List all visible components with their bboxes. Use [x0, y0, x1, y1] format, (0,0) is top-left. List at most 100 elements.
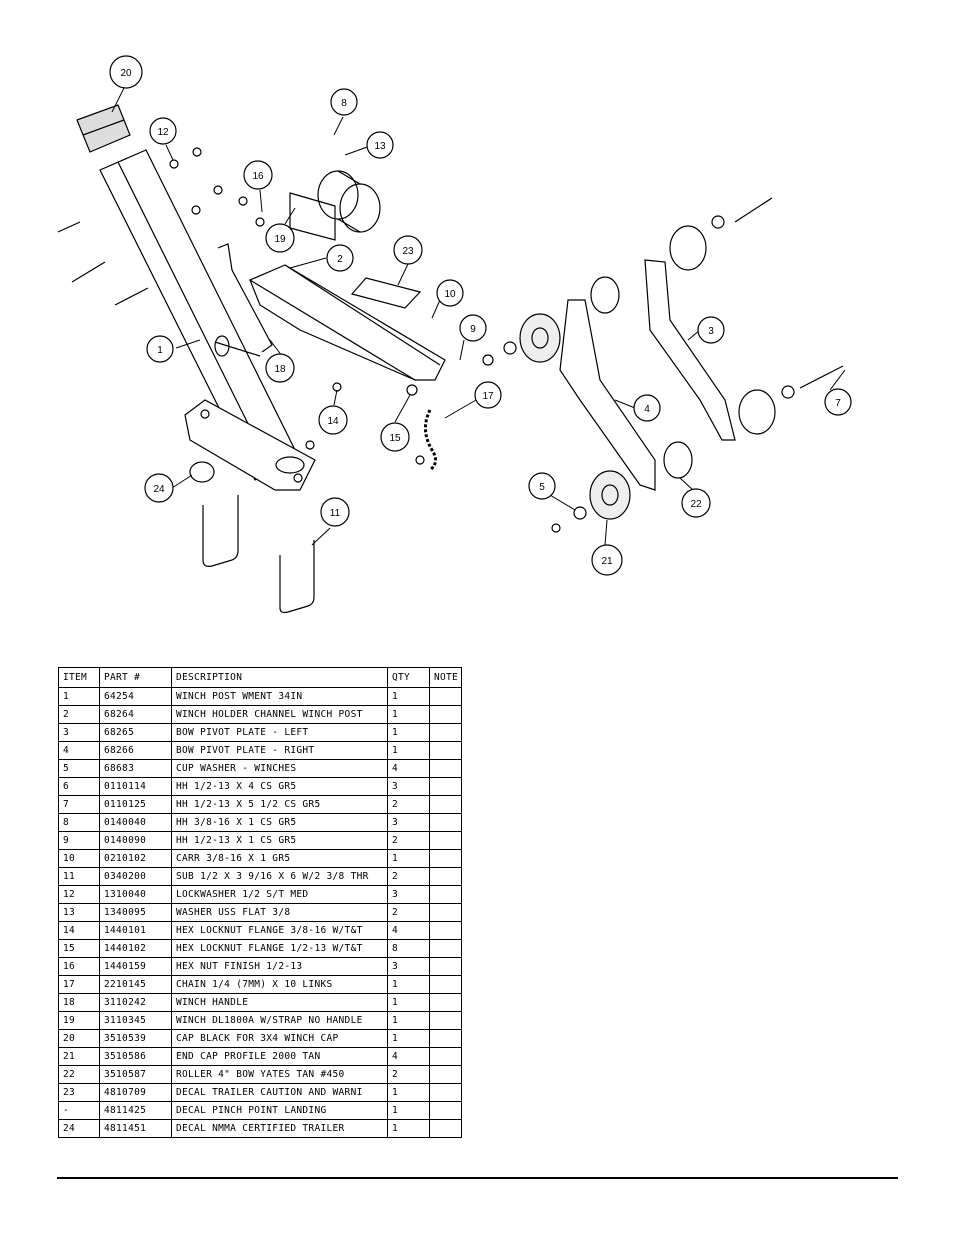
cell-qty: 2: [387, 867, 430, 886]
cell-item: 19: [58, 1011, 100, 1030]
cell-qty: 1: [387, 849, 430, 868]
callout-13: 13: [366, 131, 394, 159]
cell-part-number: 2210145: [99, 975, 172, 994]
cell-item: 16: [58, 957, 100, 976]
header-note: NOTE: [429, 667, 462, 688]
svg-text:22: 22: [690, 499, 702, 510]
winch-handle-drawing: [217, 243, 273, 353]
callout-9: 9: [459, 314, 487, 342]
cell-part-number: 0140040: [99, 813, 172, 832]
cell-description: SUB 1/2 X 3 9/16 X 6 W/2 3/8 THR: [171, 867, 388, 886]
cell-qty: 1: [387, 1029, 430, 1048]
leader-lines: [111, 87, 846, 546]
cell-part-number: 0210102: [99, 849, 172, 868]
nmma-decal-drawing: [189, 461, 215, 483]
cell-description: CARR 3/8-16 X 1 GR5: [171, 849, 388, 868]
callout-18: 18: [265, 353, 295, 383]
cell-note: [429, 831, 462, 850]
cell-note: [429, 687, 462, 706]
cell-part-number: 1340095: [99, 903, 172, 922]
cell-note: [429, 1029, 462, 1048]
cell-item: 4: [58, 741, 100, 760]
cell-note: [429, 1083, 462, 1102]
cell-item: 17: [58, 975, 100, 994]
svg-text:3: 3: [708, 326, 714, 337]
callout-4: 4: [633, 394, 661, 422]
header-description: DESCRIPTION: [171, 667, 388, 688]
svg-text:18: 18: [274, 364, 286, 375]
cell-item: 12: [58, 885, 100, 904]
cell-description: WINCH DL1800A W/STRAP NO HANDLE: [171, 1011, 388, 1030]
cell-item: 13: [58, 903, 100, 922]
cell-note: [429, 921, 462, 940]
svg-text:2: 2: [337, 254, 343, 265]
callout-21: 21: [591, 544, 623, 576]
hardware-drawings: [169, 147, 795, 533]
cell-description: HH 3/8-16 X 1 CS GR5: [171, 813, 388, 832]
callout-10: 10: [436, 279, 464, 307]
svg-text:20: 20: [120, 68, 132, 79]
callout-23: 23: [393, 235, 423, 265]
bolt-drawings: [57, 197, 844, 389]
cell-note: [429, 705, 462, 724]
u-bolt-drawings: [202, 495, 315, 614]
callout-5: 5: [528, 472, 556, 500]
cell-item: 18: [58, 993, 100, 1012]
callout-3: 3: [697, 316, 725, 344]
cell-item: 8: [58, 813, 100, 832]
callout-11: 11: [320, 497, 350, 527]
cell-description: HH 1/2-13 X 1 CS GR5: [171, 831, 388, 850]
cell-item: 14: [58, 921, 100, 940]
cell-note: [429, 975, 462, 994]
cell-qty: 4: [387, 1047, 430, 1066]
cell-note: [429, 957, 462, 976]
svg-text:21: 21: [601, 556, 613, 567]
cell-item: 22: [58, 1065, 100, 1084]
table-header-row: ITEM PART # DESCRIPTION QTY NOTE: [58, 667, 462, 688]
callout-15: 15: [380, 422, 410, 452]
svg-text:7: 7: [835, 398, 841, 409]
svg-text:10: 10: [444, 289, 456, 300]
callout-20: 20: [109, 55, 143, 89]
svg-text:1: 1: [157, 345, 163, 356]
cell-part-number: 1440159: [99, 957, 172, 976]
cell-qty: 3: [387, 885, 430, 904]
footer-rule: [57, 1177, 898, 1179]
cell-note: [429, 849, 462, 868]
cell-part-number: 1440101: [99, 921, 172, 940]
cell-qty: 1: [387, 741, 430, 760]
cell-description: WINCH POST WMENT 34IN: [171, 687, 388, 706]
cell-qty: 8: [387, 939, 430, 958]
cell-description: HH 1/2-13 X 4 CS GR5: [171, 777, 388, 796]
roller-drawings: [519, 225, 776, 520]
svg-text:15: 15: [389, 433, 401, 444]
cell-note: [429, 741, 462, 760]
cell-item: 23: [58, 1083, 100, 1102]
cell-item: 1: [58, 687, 100, 706]
cell-part-number: 0340200: [99, 867, 172, 886]
winch-cap-drawing: [76, 104, 131, 153]
cell-part-number: 4810709: [99, 1083, 172, 1102]
cell-item: -: [58, 1101, 100, 1120]
cell-part-number: 3110242: [99, 993, 172, 1012]
cell-description: DECAL TRAILER CAUTION AND WARNI: [171, 1083, 388, 1102]
cell-note: [429, 1065, 462, 1084]
svg-text:24: 24: [153, 484, 165, 495]
callout-1: 1: [146, 335, 174, 363]
svg-text:11: 11: [330, 508, 341, 519]
cell-description: WINCH HANDLE: [171, 993, 388, 1012]
cell-item: 15: [58, 939, 100, 958]
